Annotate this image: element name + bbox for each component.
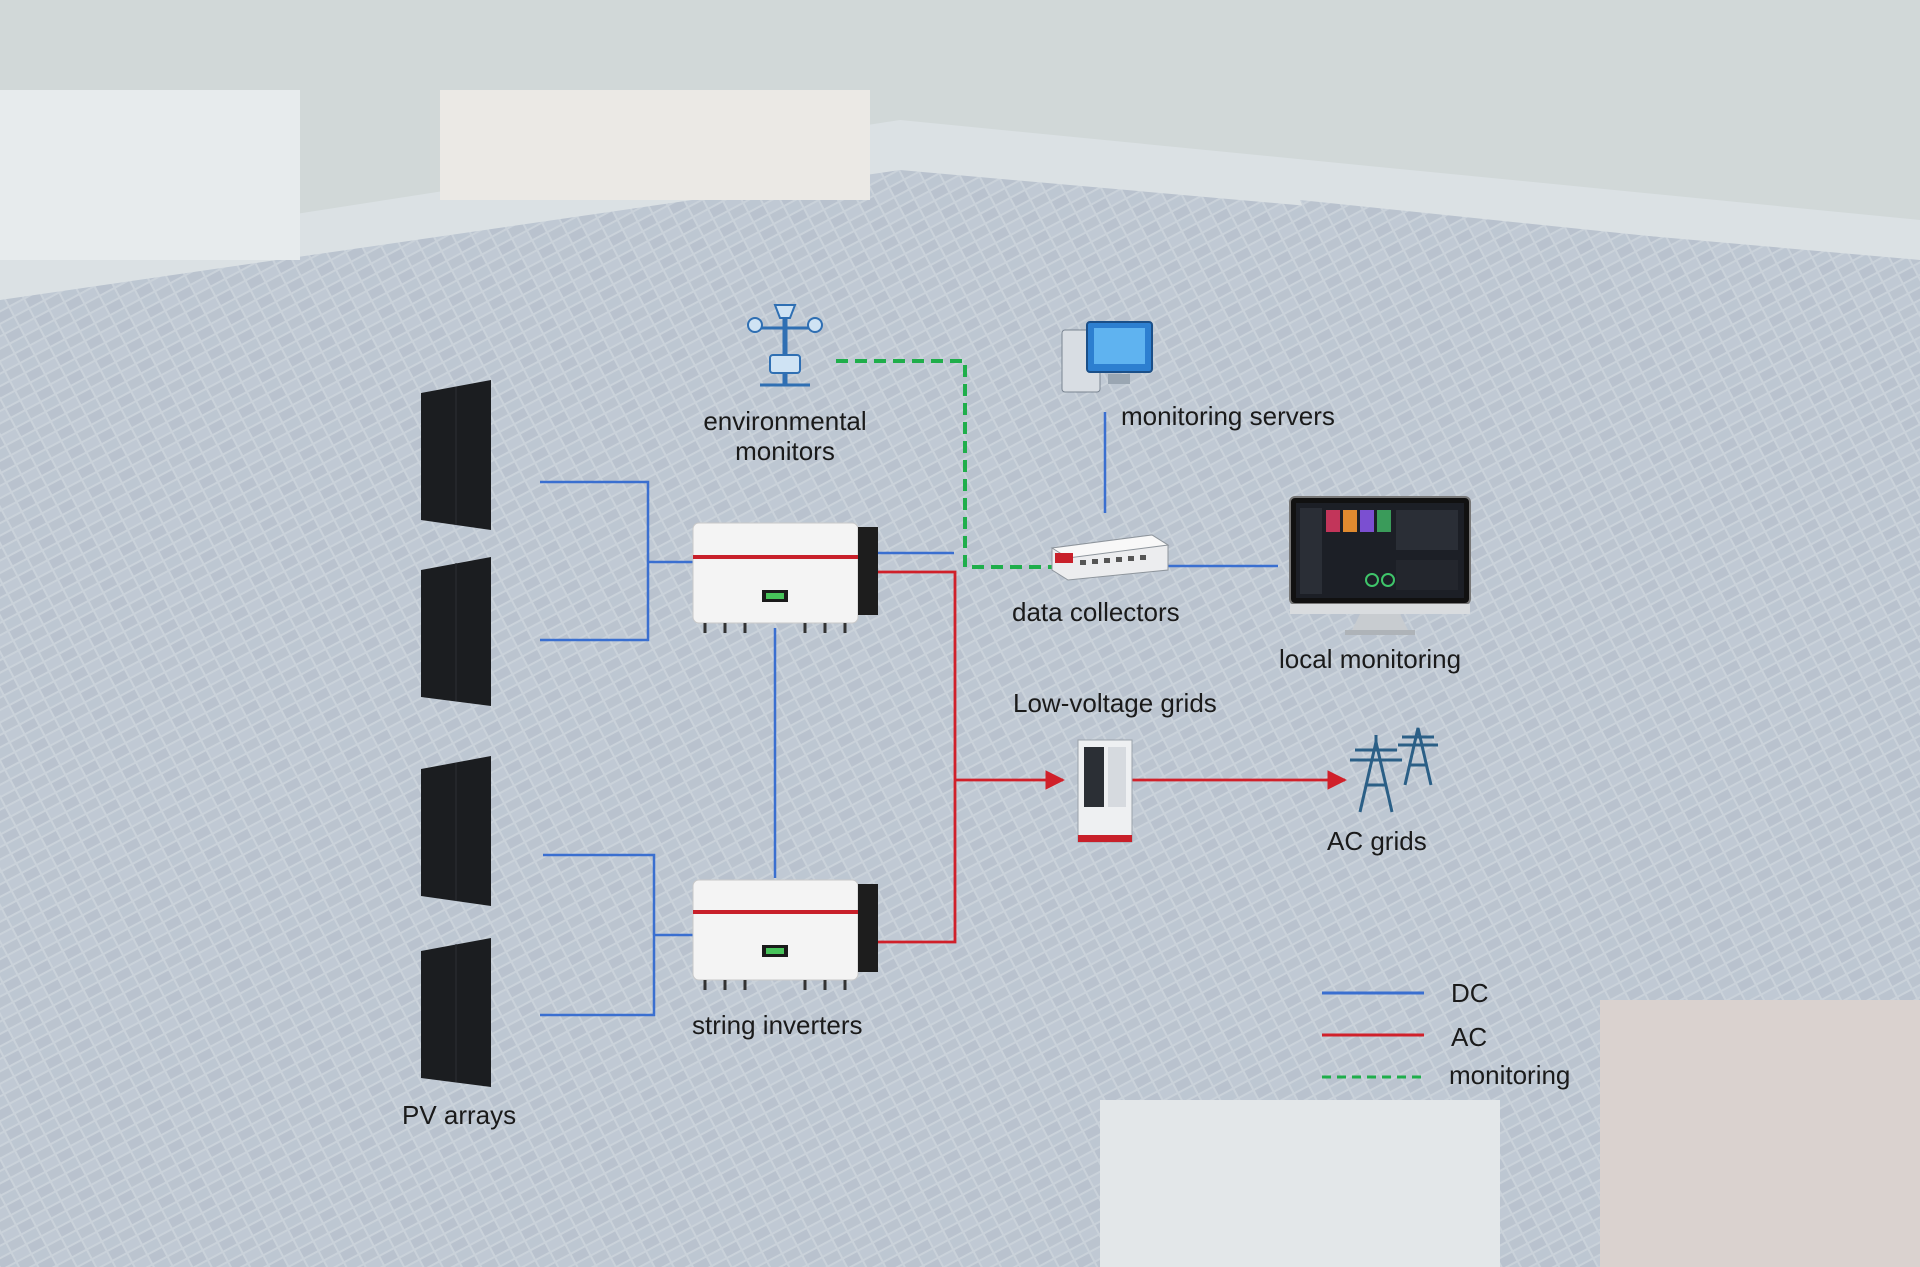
monitor-display-icon xyxy=(1289,496,1471,635)
ac-grids-label: AC grids xyxy=(1327,826,1427,856)
inverter-icon xyxy=(692,522,878,633)
data-collectors-label: data collectors xyxy=(1012,597,1180,627)
legend-dc-label: DC xyxy=(1451,978,1489,1008)
legend-ac-label: AC xyxy=(1451,1022,1488,1052)
solar-panel-icon xyxy=(421,557,491,706)
environmental-monitors-label: environmental monitors xyxy=(690,406,880,466)
solar-panel-icon xyxy=(421,756,491,906)
dc-connections xyxy=(540,412,1278,1017)
solar-panel-icon xyxy=(421,380,491,530)
weather-station-icon xyxy=(747,304,823,387)
inverter-icon xyxy=(692,879,878,990)
switchgear-cabinet-icon xyxy=(1077,739,1133,843)
environmental-monitors-label-line2: monitors xyxy=(735,436,835,466)
legend xyxy=(1322,991,1424,1079)
server-computer-icon xyxy=(1061,321,1153,393)
power-tower-icon xyxy=(1350,727,1438,813)
monitoring-servers-label: monitoring servers xyxy=(1121,401,1335,431)
monitoring-connection xyxy=(836,359,1060,569)
pv-arrays-label: PV arrays xyxy=(402,1100,517,1130)
ac-connections xyxy=(878,570,1347,944)
string-inverters-label: string inverters xyxy=(692,1010,863,1040)
low-voltage-grids-label: Low-voltage grids xyxy=(1013,688,1217,718)
environmental-monitors-label-line1: environmental xyxy=(703,406,867,436)
pv-arrays xyxy=(421,380,491,1087)
solar-panel-icon xyxy=(421,938,491,1087)
data-collector-icon xyxy=(1050,534,1170,581)
legend-monitoring-label: monitoring xyxy=(1449,1060,1571,1090)
local-monitoring-label: local monitoring xyxy=(1279,644,1462,674)
